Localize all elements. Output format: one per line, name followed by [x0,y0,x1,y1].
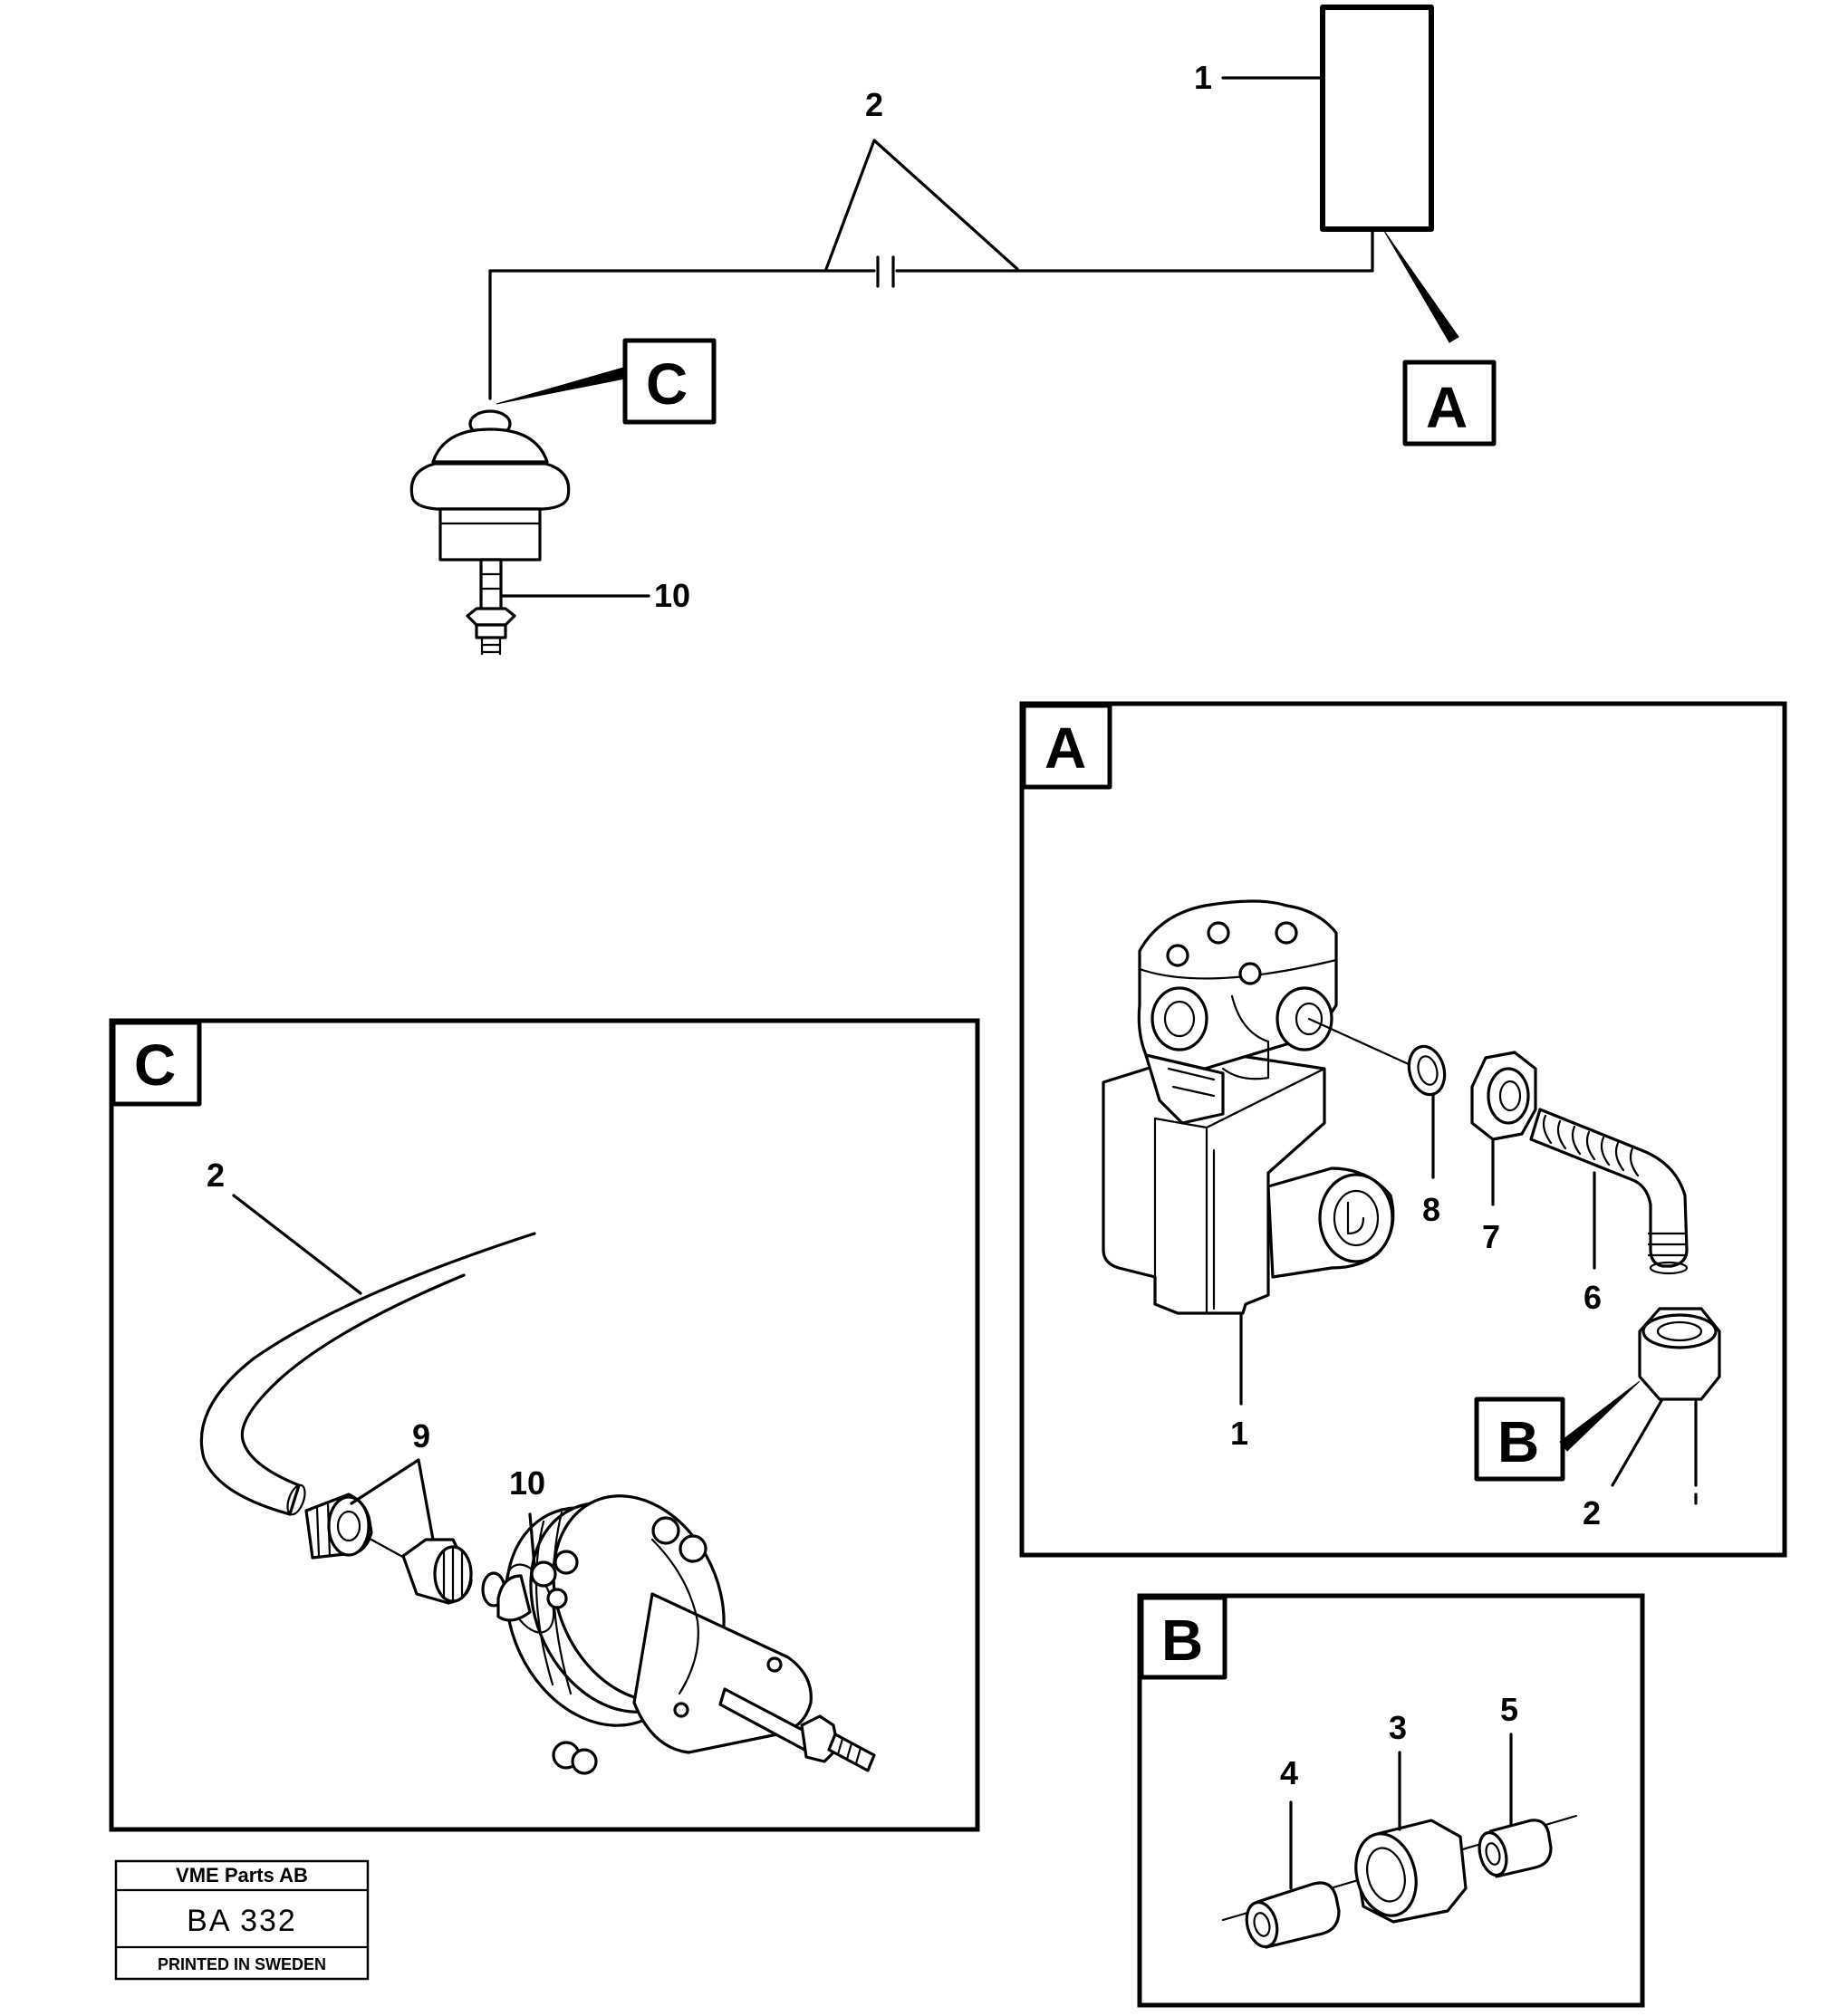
label-b-part-4: 4 [1280,1754,1298,1791]
callout-a-pointer [1383,230,1459,343]
valve-unit-box [1320,5,1434,232]
elbow-pipe-part-6 [1529,1108,1689,1275]
label-part-1: 1 [1194,59,1212,96]
detail-b-frame [1137,1593,1645,2008]
stamp-frame [114,1859,370,1981]
label-part-10: 10 [654,577,690,614]
label-c-part-10: 10 [509,1464,545,1502]
callout-a-letter: A [1426,375,1468,440]
label-c-part-9: 9 [412,1417,430,1454]
brake-cylinder-small [409,409,571,656]
detail-b-letter-box [1139,1595,1227,1680]
detail-a-panel: A [1019,701,1787,1558]
detail-c-frame [109,1018,980,1832]
label-a-part-7: 7 [1482,1218,1500,1255]
hose-part-2 [199,1232,536,1516]
overview-schematic: 1 2 A C [409,5,1497,656]
detail-b-letter: B [1161,1608,1203,1673]
detail-c-letter-box [111,1020,202,1107]
assembly-axis-a [1307,1017,1410,1066]
leader-line-a-part-2 [1611,1397,1664,1487]
stamp-printed: PRINTED IN SWEDEN [158,1955,326,1973]
callout-c-letter: C [646,351,688,417]
callout-b-letter: B [1497,1409,1539,1474]
detail-a-letter-box [1021,703,1112,790]
fitting-part-9 [304,1493,506,1608]
label-a-part-8: 8 [1422,1191,1440,1228]
brake-cylinder-detail [496,1494,876,1775]
callout-c-box [622,338,717,425]
callout-a-box [1402,360,1497,446]
sleeve-part-4 [1245,1881,1341,1949]
callout-b-box [1474,1397,1565,1482]
label-a-part-6: 6 [1584,1279,1602,1316]
nut-part-7 [1470,1051,1537,1141]
valve-body [1102,899,1395,1315]
label-a-part-1: 1 [1230,1415,1248,1452]
coupling-nut-a [1638,1307,1721,1401]
stamp-company: VME Parts AB [176,1864,308,1886]
callout-c-pointer [496,367,626,405]
detail-b-panel: B 4 3 5 [1137,1593,1645,2008]
stamp-code: BA 332 [187,1904,297,1938]
nut-part-3 [1354,1819,1468,1924]
insert-part-5 [1478,1819,1553,1878]
detail-c-panel: C 2 9 [109,1018,980,1832]
label-part-2: 2 [865,86,883,123]
label-a-part-2: 2 [1583,1494,1601,1531]
detail-a-letter: A [1044,715,1086,781]
leader-line-c-part-2 [232,1194,362,1295]
leader-line-c-part-9 [350,1458,435,1541]
detail-c-letter: C [134,1032,176,1098]
hose-line [488,269,876,400]
label-b-part-5: 5 [1500,1691,1518,1728]
label-c-part-2: 2 [207,1157,225,1194]
document-stamp: VME Parts AB BA 332 PRINTED IN SWEDEN [114,1859,370,1981]
label-b-part-3: 3 [1389,1709,1407,1746]
leader-line-part-2 [824,139,1019,271]
leader-line-c-part-10 [528,1512,536,1569]
